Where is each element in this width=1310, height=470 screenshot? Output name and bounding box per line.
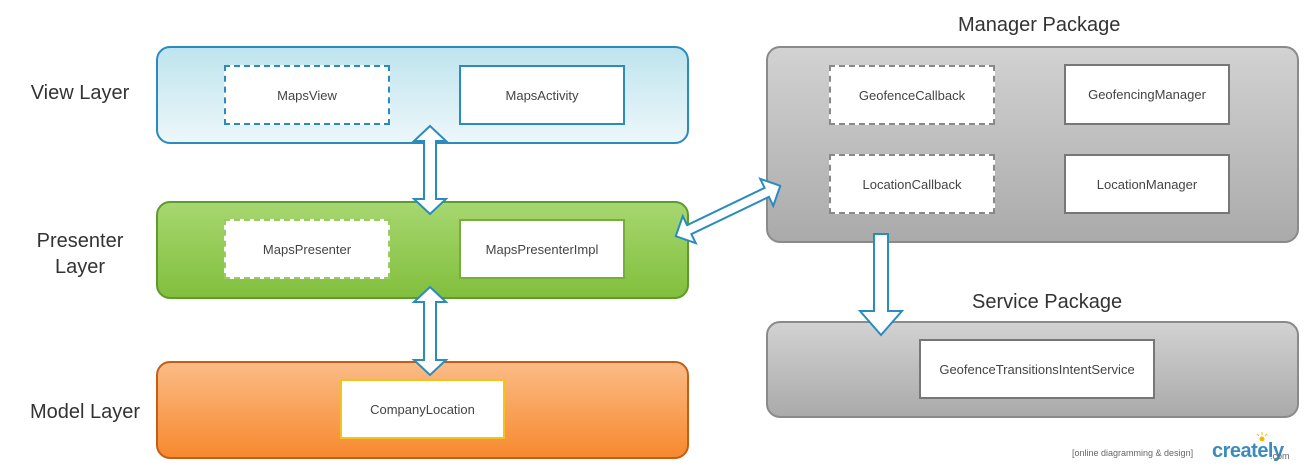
manager-package-title: Manager Package: [958, 14, 1121, 36]
maps-presenter-box[interactable]: MapsPresenter: [224, 219, 390, 279]
maps-activity-box[interactable]: MapsActivity: [459, 65, 625, 125]
location-manager-label: LocationManager: [1096, 176, 1198, 192]
geofencing-manager-box[interactable]: GeofencingManager: [1064, 64, 1230, 125]
geofence-transitions-intent-service-label: GeofenceTransitionsIntentService: [939, 361, 1135, 377]
sun-icon: [1256, 432, 1268, 441]
geofence-callback-box[interactable]: GeofenceCallback: [829, 65, 995, 125]
presenter-model-arrow[interactable]: [411, 285, 449, 377]
creately-logo[interactable]: creately: [1212, 440, 1284, 462]
maps-activity-label: MapsActivity: [505, 87, 579, 103]
manager-service-arrow[interactable]: [857, 233, 905, 337]
view-presenter-arrow[interactable]: [411, 124, 449, 216]
company-location-label: CompanyLocation: [370, 401, 475, 417]
maps-presenter-impl-box[interactable]: MapsPresenterImpl: [459, 219, 625, 279]
view-layer-label: View Layer: [30, 82, 130, 104]
creately-domain: .com: [1270, 451, 1290, 461]
maps-view-box[interactable]: MapsView: [224, 65, 390, 125]
geofence-callback-label: GeofenceCallback: [858, 87, 966, 103]
maps-view-label: MapsView: [277, 87, 337, 103]
presenter-manager-arrow[interactable]: [669, 172, 787, 249]
maps-presenter-label: MapsPresenter: [262, 241, 352, 257]
footer-note: [online diagramming & design]: [1072, 448, 1194, 458]
service-package-title: Service Package: [972, 291, 1123, 313]
location-callback-box[interactable]: LocationCallback: [829, 154, 995, 214]
location-manager-box[interactable]: LocationManager: [1064, 154, 1230, 214]
company-location-box[interactable]: CompanyLocation: [340, 379, 505, 439]
geofencing-manager-label: GeofencingManager: [1088, 87, 1206, 102]
maps-presenter-impl-label: MapsPresenterImpl: [485, 241, 599, 257]
location-callback-label: LocationCallback: [862, 176, 962, 192]
geofence-transitions-intent-service-box[interactable]: GeofenceTransitionsIntentService: [919, 339, 1155, 399]
model-layer-label: Model Layer: [29, 401, 141, 423]
